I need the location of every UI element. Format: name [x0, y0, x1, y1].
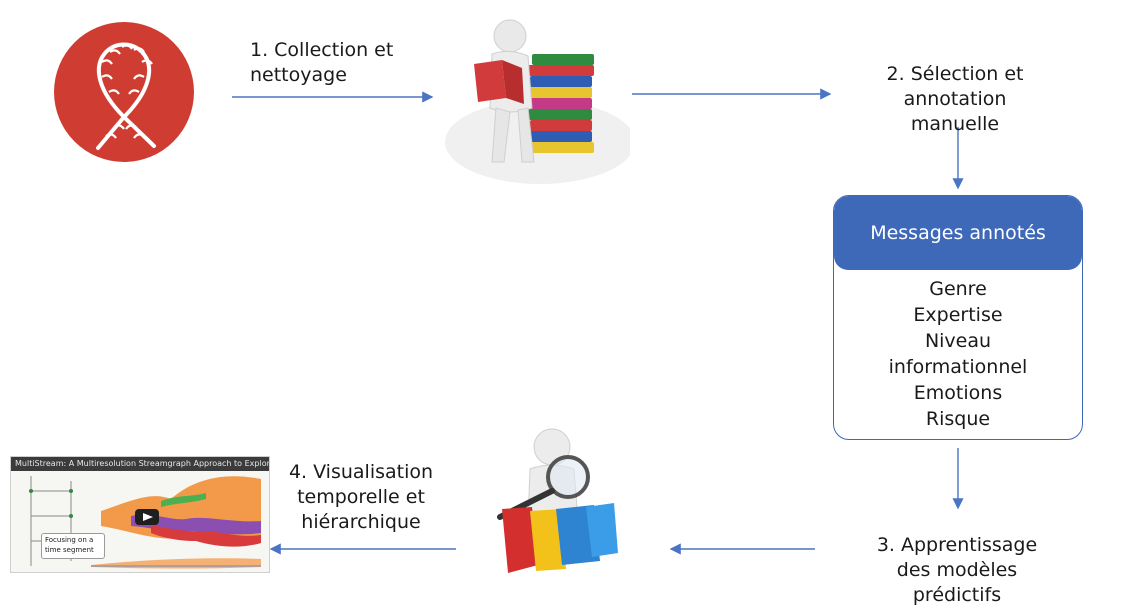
- person-reading-books-icon: [445, 19, 630, 184]
- step4-label: 4. Visualisation temporelle et hiérarchi…: [276, 460, 446, 535]
- list-item: Risque: [925, 408, 991, 430]
- list-item: informationnel: [888, 356, 1028, 378]
- list-item: Niveau: [924, 330, 992, 352]
- play-icon: [135, 509, 159, 525]
- step4-label-line2: temporelle et: [297, 486, 425, 508]
- aids-awareness-ribbon-icon: [54, 22, 194, 162]
- step3-label: 3. Apprentissage des modèles prédictifs: [852, 533, 1062, 608]
- tooltip-line2: time segment: [45, 546, 94, 554]
- visualisation-video-thumbnail[interactable]: MultiStream: A Multiresolution Streamgra…: [10, 456, 270, 573]
- step1-label: 1. Collection et nettoyage: [250, 39, 394, 86]
- step4-label-line1: 4. Visualisation: [288, 461, 434, 483]
- annotation-list: Genre Expertise Niveau informationnel Em…: [834, 276, 1082, 432]
- streamgraph-preview: [29, 476, 261, 569]
- box-header: Messages annotés: [834, 196, 1082, 270]
- step4-label-line3: hiérarchique: [301, 511, 421, 533]
- step2-label-line2: manuelle: [910, 113, 1000, 135]
- step2-label-line1: 2. Sélection et annotation: [886, 63, 1024, 110]
- person-magnifier-folders-icon: [497, 428, 618, 573]
- step3-label-line3: prédictifs: [912, 584, 1002, 606]
- annotated-messages-box: Messages annotés Genre Expertise Niveau …: [833, 195, 1083, 440]
- video-tooltip: Focusing on a time segment: [41, 533, 105, 559]
- video-title-bar: MultiStream: A Multiresolution Streamgra…: [11, 457, 269, 471]
- tooltip-line1: Focusing on a: [45, 536, 94, 544]
- video-title: MultiStream: A Multiresolution Streamgra…: [15, 459, 270, 468]
- step2-label: 2. Sélection et annotation manuelle: [840, 62, 1070, 137]
- list-item: Genre: [929, 278, 987, 300]
- list-item: Expertise: [913, 304, 1003, 326]
- step3-label-line2: des modèles: [896, 559, 1018, 581]
- list-item: Emotions: [913, 382, 1003, 404]
- step3-label-line1: 3. Apprentissage: [876, 534, 1038, 556]
